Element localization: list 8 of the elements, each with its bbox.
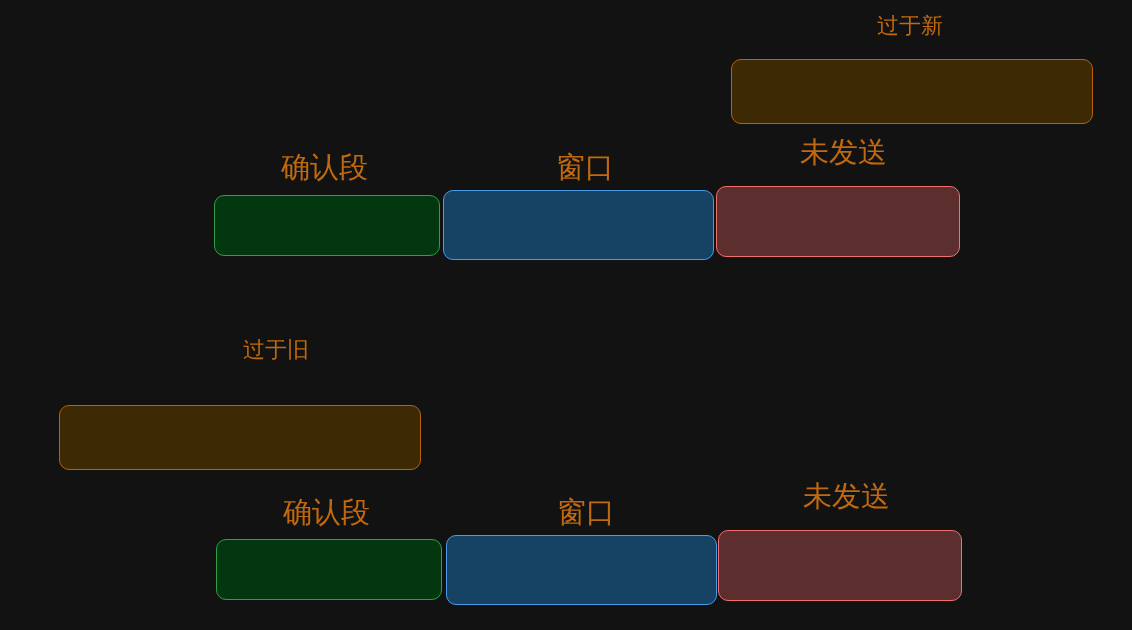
segment-label: 确认段 [280,152,368,184]
segment-label: 过于旧 [243,337,309,363]
segment-label: 过于新 [877,13,943,39]
segment-label: 窗口 [556,152,614,184]
segment-label: 未发送 [799,137,887,169]
segment-label: 确认段 [282,497,370,529]
segment-label: 窗口 [557,497,615,529]
segment-label: 未发送 [802,481,890,513]
